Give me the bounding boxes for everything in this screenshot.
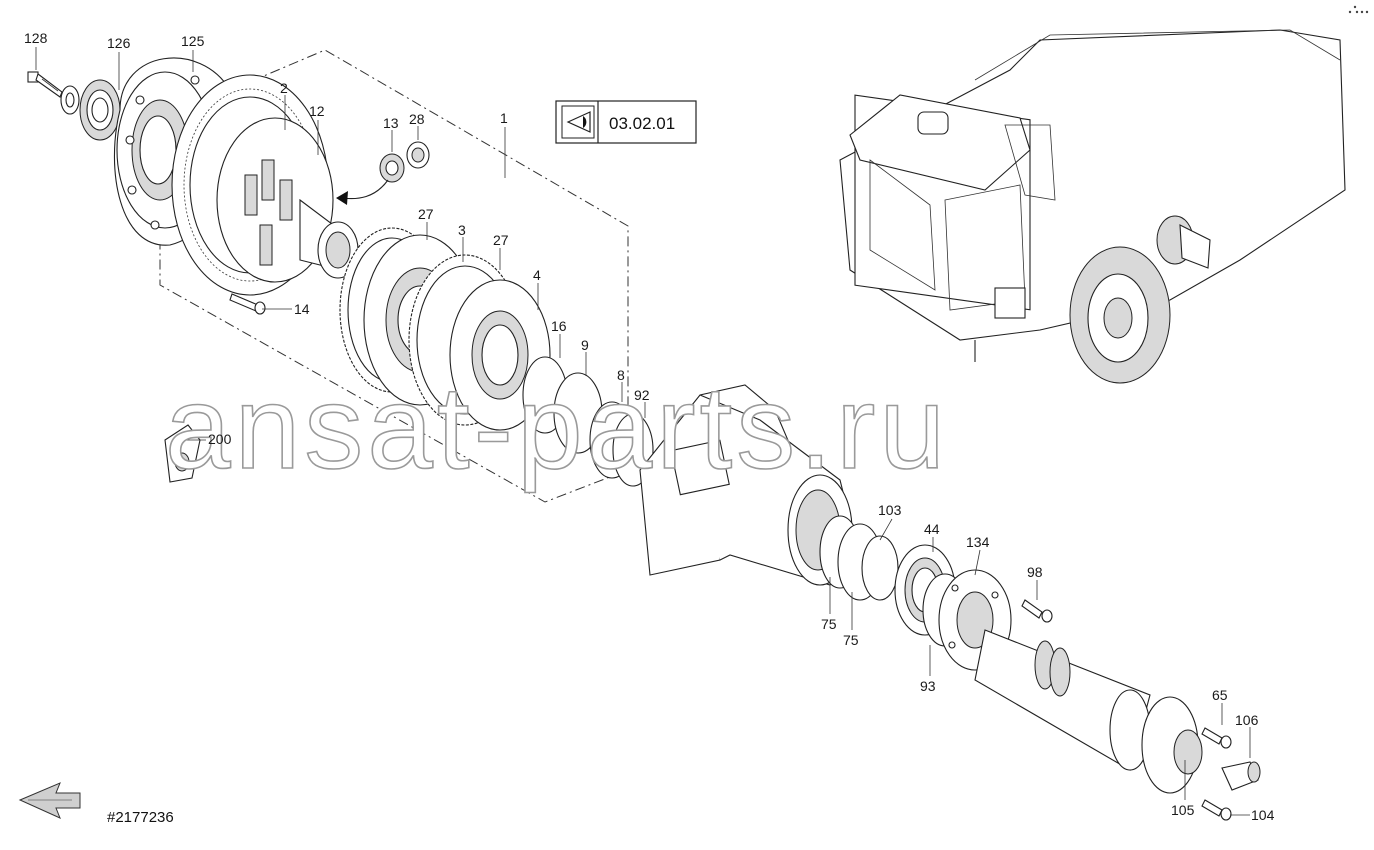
part-label-1[interactable]: 1 <box>500 110 508 126</box>
part-label-27-right[interactable]: 27 <box>493 232 509 248</box>
part-label-75-b[interactable]: 75 <box>843 632 859 648</box>
reference-code: 03.02.01 <box>609 114 675 133</box>
bolt-104[interactable] <box>1201 799 1232 821</box>
planet-carrier-12[interactable] <box>216 117 359 283</box>
assembly-group-outline <box>159 49 629 503</box>
part-label-104[interactable]: 104 <box>1251 807 1275 823</box>
part-label-103[interactable]: 103 <box>878 502 902 518</box>
part-label-16[interactable]: 16 <box>551 318 567 334</box>
part-label-27-left[interactable]: 27 <box>418 206 434 222</box>
part-label-93[interactable]: 93 <box>920 678 936 694</box>
drive-shaft[interactable] <box>974 629 1151 771</box>
bolt-14[interactable] <box>229 293 266 315</box>
part-label-12[interactable]: 12 <box>309 103 325 119</box>
watermark-text: ansat-parts.ru <box>165 362 949 494</box>
part-label-14[interactable]: 14 <box>294 301 310 317</box>
part-label-28[interactable]: 28 <box>409 111 425 127</box>
direction-arrow-icon <box>18 782 81 819</box>
part-label-2[interactable]: 2 <box>280 80 288 96</box>
assembly-arrow <box>341 179 389 200</box>
leader-lines <box>35 47 1251 816</box>
document-id: #2177236 <box>107 809 174 826</box>
sensor-106[interactable] <box>1221 761 1261 791</box>
reference-box[interactable]: 03.02.01 <box>555 100 697 144</box>
axle-housing[interactable] <box>639 384 861 586</box>
dots-icon <box>1348 5 1369 14</box>
bolt-98[interactable] <box>1021 599 1053 623</box>
part-label-4[interactable]: 4 <box>533 267 541 283</box>
part-label-65[interactable]: 65 <box>1212 687 1228 703</box>
bracket-200[interactable] <box>164 424 201 483</box>
part-label-126[interactable]: 126 <box>107 35 131 51</box>
flange-105[interactable] <box>1141 696 1203 794</box>
part-label-92[interactable]: 92 <box>634 387 650 403</box>
part-label-125[interactable]: 125 <box>181 33 205 49</box>
bolt-65[interactable] <box>1201 727 1232 749</box>
bolt-128[interactable] <box>27 71 63 98</box>
machine-overview-illustration <box>839 29 1346 384</box>
part-label-105[interactable]: 105 <box>1171 802 1195 818</box>
part-label-128[interactable]: 128 <box>24 30 48 46</box>
part-label-134[interactable]: 134 <box>966 534 990 550</box>
part-label-106[interactable]: 106 <box>1235 712 1259 728</box>
part-label-9[interactable]: 9 <box>581 337 589 353</box>
bushing-13[interactable] <box>379 153 405 183</box>
seal-126[interactable] <box>60 79 121 141</box>
part-label-3[interactable]: 3 <box>458 222 466 238</box>
seal-ring-103[interactable] <box>861 535 899 601</box>
part-label-200[interactable]: 200 <box>208 431 232 447</box>
part-label-75-a[interactable]: 75 <box>821 616 837 632</box>
part-label-98[interactable]: 98 <box>1027 564 1043 580</box>
part-label-13[interactable]: 13 <box>383 115 399 131</box>
part-label-8[interactable]: 8 <box>617 367 625 383</box>
eye-icon <box>566 111 591 133</box>
spring-28[interactable] <box>406 141 430 169</box>
part-label-44[interactable]: 44 <box>924 521 940 537</box>
part-labels: 128 126 125 2 12 13 28 1 27 3 27 4 16 9 … <box>24 30 1275 823</box>
